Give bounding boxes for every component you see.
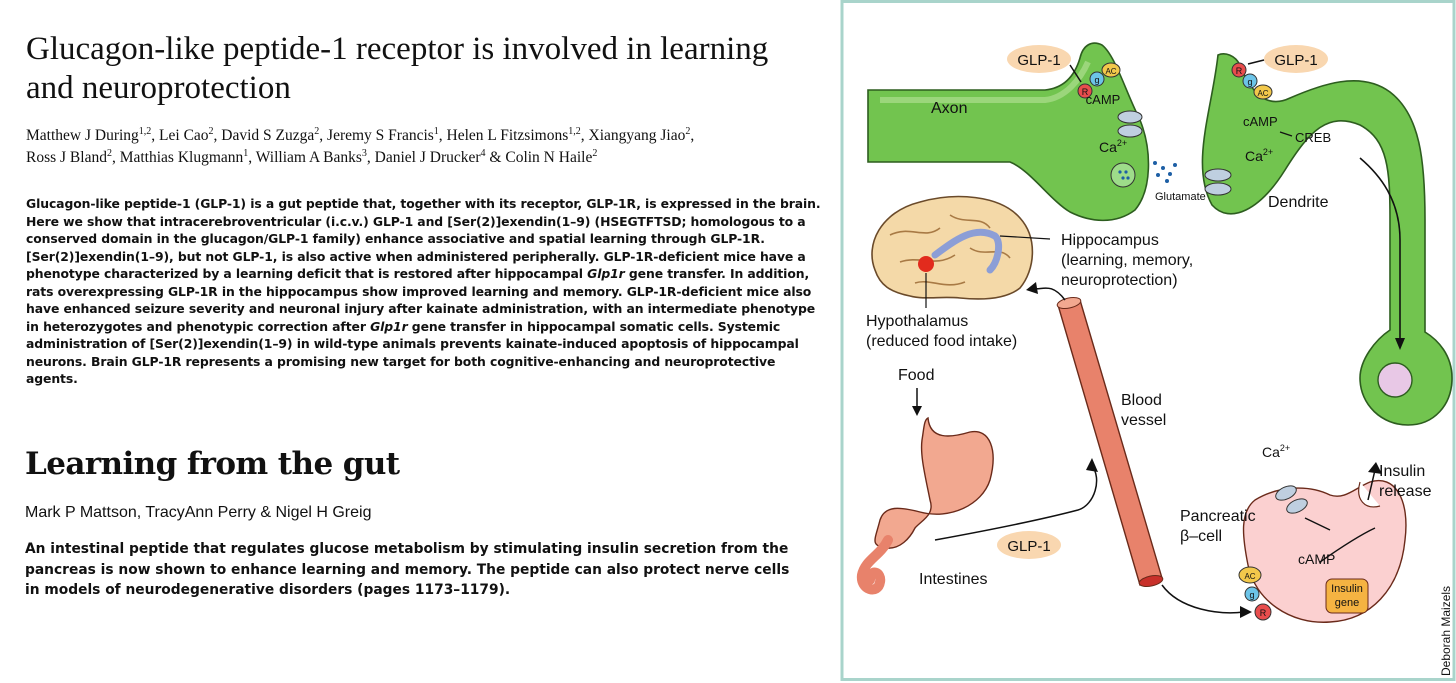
calcium-label: Ca2+ <box>1245 147 1273 164</box>
g-protein-icon <box>1242 73 1258 89</box>
dendrite <box>1201 53 1453 426</box>
nucleus <box>1377 362 1413 398</box>
illustrator-credit: Deborah Maizels <box>1439 586 1453 676</box>
calcium-label: Ca2+ <box>1262 443 1290 460</box>
author: Jeremy S Francis1, <box>327 125 447 144</box>
glp1-badge <box>1264 45 1328 73</box>
news-summary: An intestinal peptide that regulates glu… <box>25 541 790 598</box>
svg-text:R: R <box>1260 608 1267 618</box>
svg-text:R: R <box>1082 87 1089 97</box>
author: Lei Cao2, <box>159 125 222 144</box>
author: Daniel J Drucker4 & <box>374 147 506 166</box>
article-title: Glucagon-like peptide-1 receptor is invo… <box>26 30 826 108</box>
insulin-release-label: release <box>1379 483 1432 500</box>
svg-text:AC: AC <box>1105 67 1116 76</box>
svg-text:Pancreatic: Pancreatic <box>1180 508 1256 525</box>
camp-label: cAMP <box>1086 92 1121 107</box>
hypothalamus-label: Hypothalamus <box>866 313 968 330</box>
stomach <box>874 416 994 549</box>
author: Xiangyang Jiao2, <box>588 125 695 144</box>
author: Colin N Haile2 <box>505 147 598 166</box>
glp1-badge <box>1007 45 1071 73</box>
svg-text:Insulin: Insulin <box>1331 583 1363 595</box>
glp1-pathway-figure: R g AC R g AC GLP-1 GLP-1 Axon cAMP Ca2+… <box>840 0 1456 681</box>
dendrite-label: Dendrite <box>1268 194 1329 211</box>
svg-text:AC: AC <box>1244 572 1255 581</box>
article-column: Glucagon-like peptide-1 receptor is invo… <box>25 30 826 598</box>
axon-terminal <box>867 42 1150 222</box>
camp-label: cAMP <box>1243 114 1278 129</box>
svg-text:R: R <box>1236 66 1243 76</box>
figure-panel: R g AC R g AC GLP-1 GLP-1 Axon cAMP Ca2+… <box>840 0 1456 683</box>
hippocampus-label: Hippocampus <box>1061 232 1159 249</box>
svg-text:g: g <box>1094 75 1099 85</box>
adenylyl-cyclase-icon <box>1253 84 1273 100</box>
gene-name: Glp1r <box>587 266 625 281</box>
svg-text:g: g <box>1249 590 1254 600</box>
intestines-label: Intestines <box>919 571 987 588</box>
released-glutamate <box>1153 161 1177 183</box>
adenylyl-cyclase-icon <box>1101 62 1121 78</box>
food-label: Food <box>898 367 934 384</box>
insulin-gene-box <box>1325 578 1369 614</box>
author: David S Zuzga2, <box>221 125 328 144</box>
author: Matthias Klugmann1, <box>119 147 256 166</box>
svg-text:GLP-1: GLP-1 <box>1274 52 1317 69</box>
svg-text:GLP-1: GLP-1 <box>1007 538 1050 555</box>
svg-text:GLP-1: GLP-1 <box>1017 52 1060 69</box>
blood-vessel-label: vessel <box>1121 412 1166 429</box>
svg-text:Insulin: Insulin <box>1379 463 1425 480</box>
receptor-icon <box>1254 603 1272 621</box>
author-list: Matthew J During1,2, Lei Cao2, David S Z… <box>26 125 816 169</box>
creb-label: CREB <box>1295 130 1331 145</box>
beta-cell-label: β–cell <box>1180 528 1222 545</box>
hypothalamus-spot <box>918 256 934 272</box>
g-protein-icon <box>1089 71 1105 87</box>
author: William A Banks3, <box>255 147 375 166</box>
calcium-label: Ca2+ <box>1099 138 1127 155</box>
title-line-2: and neuroprotection <box>26 70 291 106</box>
author: Matthew J During1,2, <box>26 125 160 144</box>
glutamate-label: Glutamate <box>1155 191 1206 203</box>
title-line-1: Glucagon-like peptide-1 receptor is invo… <box>26 31 769 67</box>
svg-text:g: g <box>1247 77 1252 87</box>
svg-text:(reduced food intake): (reduced food intake) <box>866 333 1017 350</box>
brain <box>871 195 1034 300</box>
vesicle <box>1110 162 1136 188</box>
svg-text:AC: AC <box>1257 89 1268 98</box>
g-protein-icon <box>1244 586 1260 602</box>
receptor-icon <box>1077 83 1093 99</box>
author: Ross J Bland2, <box>26 147 120 166</box>
svg-text:Blood: Blood <box>1121 392 1162 409</box>
author: Helen L Fitzsimons1,2, <box>446 125 589 144</box>
gene-name: Glp1r <box>370 318 408 334</box>
intestines <box>856 535 893 595</box>
axon-label: Axon <box>931 100 967 117</box>
svg-text:neuroprotection): neuroprotection) <box>1061 272 1178 289</box>
svg-text:(learning, memory,: (learning, memory, <box>1061 252 1193 269</box>
glp1-badge <box>997 531 1061 559</box>
camp-label: cAMP <box>1298 551 1335 567</box>
svg-text:gene: gene <box>1335 597 1359 609</box>
news-authors: Mark P Mattson, TracyAnn Perry & Nigel H… <box>25 504 372 521</box>
news-title: Learning from the gut <box>25 446 400 482</box>
receptor-icon <box>1231 62 1247 78</box>
abstract: Glucagon-like peptide-1 (GLP-1) is a gut… <box>26 196 821 386</box>
adenylyl-cyclase-icon <box>1238 566 1262 584</box>
